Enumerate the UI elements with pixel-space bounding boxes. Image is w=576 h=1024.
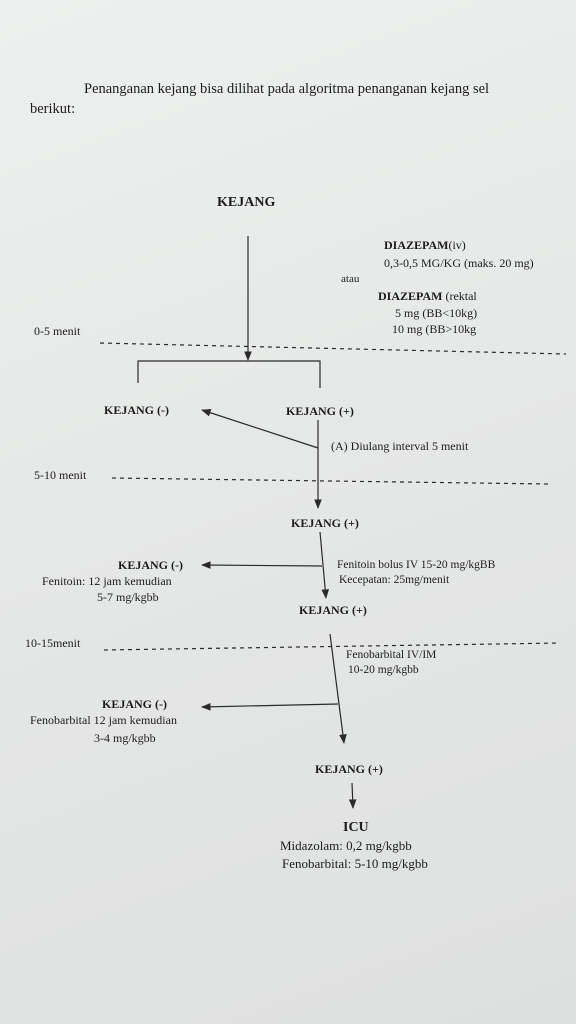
arrow-main-4 xyxy=(329,633,347,744)
icu-midazolam: Midazolam: 0,2 mg/kgbb xyxy=(280,838,412,853)
diazepam-rektal-dose-2: 10 mg (BB>10kg xyxy=(392,322,477,336)
icu-fenobarbital: Fenobarbital: 5-10 mg/kgbb xyxy=(282,856,428,871)
diazepam-iv-dose: 0,3-0,5 MG/KG (maks. 20 mg) xyxy=(384,256,534,270)
divider-5-10 xyxy=(111,477,549,485)
intro-line-1: Penanganan kejang bisa dilihat pada algo… xyxy=(84,81,490,97)
diazepam-rektal-title: DIAZEPAM (rektal xyxy=(378,289,477,303)
arrow-to-neg-2 xyxy=(201,561,323,569)
or-label: atau xyxy=(341,273,360,285)
fenobarbital-follow-1: Fenobarbital 12 jam kemudian xyxy=(30,713,177,727)
fenobarbital-follow-2: 3-4 mg/kgbb xyxy=(94,731,156,745)
arrow-main-3 xyxy=(319,531,330,599)
node-kejang-pos-2: KEJANG (+) xyxy=(291,516,359,530)
diazepam-rektal-dose-1: 5 mg (BB<10kg) xyxy=(395,306,478,320)
node-kejang-pos-1: KEJANG (+) xyxy=(286,404,354,418)
repeat-note: (A) Diulang interval 5 menit xyxy=(331,439,469,453)
fenitoin-follow-2: 5-7 mg/kgbb xyxy=(97,590,159,604)
arrow-to-neg-1 xyxy=(201,409,319,449)
split-bracket xyxy=(137,360,321,388)
arrow-to-neg-3 xyxy=(201,702,339,711)
diazepam-iv-title: DIAZEPAM(iv) xyxy=(384,238,466,252)
time-label-5-10: 5-10 menit xyxy=(34,468,87,482)
arrow-to-icu xyxy=(348,782,357,809)
node-kejang-pos-3: KEJANG (+) xyxy=(299,603,367,617)
node-icu: ICU xyxy=(343,820,369,835)
fenitoin-follow-1: Fenitoin: 12 jam kemudian xyxy=(42,574,172,588)
node-kejang-neg-2: KEJANG (-) xyxy=(118,558,183,572)
intro-line-2: berikut: xyxy=(30,101,76,117)
divider-0-5 xyxy=(99,342,567,355)
fenobarbital-iv: Fenobarbital IV/IM xyxy=(346,649,437,661)
fenitoin-speed: Kecepatan: 25mg/menit xyxy=(339,574,450,586)
node-kejang-neg-3: KEJANG (-) xyxy=(102,697,167,711)
node-kejang-start: KEJANG xyxy=(217,195,276,210)
time-label-10-15: 10-15menit xyxy=(25,636,81,650)
node-kejang-neg-1: KEJANG (-) xyxy=(104,403,169,417)
fenitoin-bolus: Fenitoin bolus IV 15-20 mg/kgBB xyxy=(337,559,496,571)
time-label-0-5: 0-5 menit xyxy=(34,324,81,338)
node-kejang-pos-4: KEJANG (+) xyxy=(315,762,383,776)
fenobarbital-dose: 10-20 mg/kgbb xyxy=(348,664,419,676)
